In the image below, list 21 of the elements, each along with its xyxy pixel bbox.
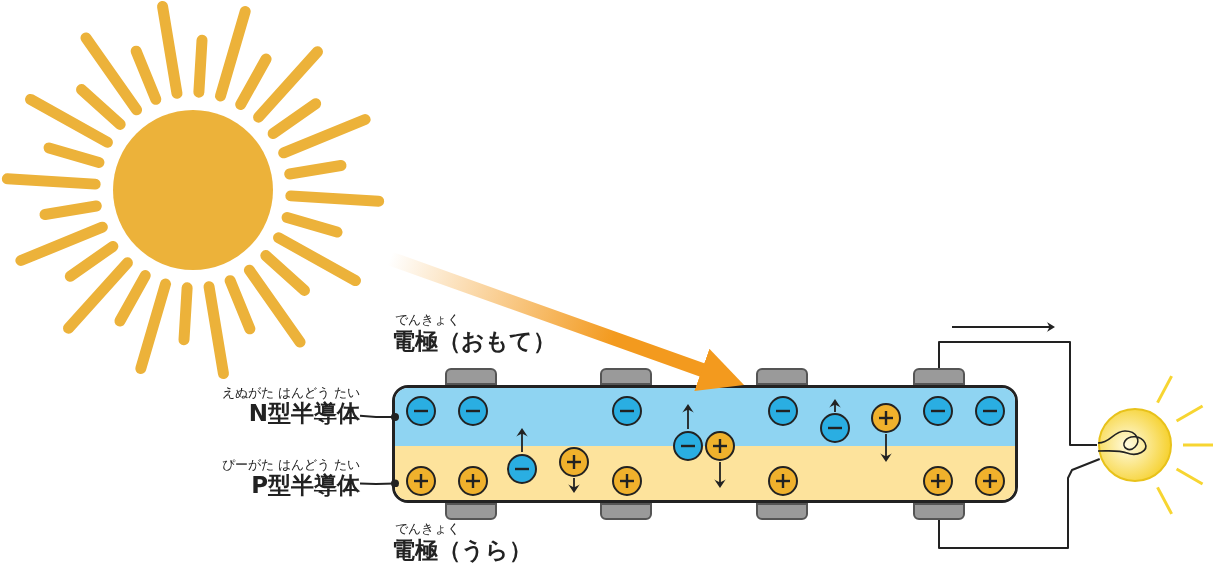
leader-line xyxy=(359,479,399,488)
part-label: 電極（おもて） xyxy=(392,328,556,355)
electrode-tab xyxy=(600,503,652,520)
light-bulb-drawing xyxy=(1097,407,1173,483)
leader-line xyxy=(359,413,399,421)
furigana: ぴーがた はんどう たい xyxy=(220,458,360,472)
part-label: N型半導体 xyxy=(247,400,360,427)
furigana: でんきょく xyxy=(395,522,460,536)
wire xyxy=(938,458,1101,549)
electrode-tab xyxy=(756,503,808,520)
furigana: えぬがた はんどう たい xyxy=(220,386,360,400)
electrode-tab xyxy=(445,368,497,385)
electrode-tab xyxy=(913,503,965,520)
electrode-tab xyxy=(445,503,497,520)
wire xyxy=(938,341,1098,446)
electrode-tab xyxy=(913,368,965,385)
part-label: P型半導体 xyxy=(250,472,360,499)
electrode-tab xyxy=(756,368,808,385)
furigana: でんきょく xyxy=(395,313,460,327)
part-label: 電極（うら） xyxy=(392,537,532,564)
electrode-tab xyxy=(600,368,652,385)
